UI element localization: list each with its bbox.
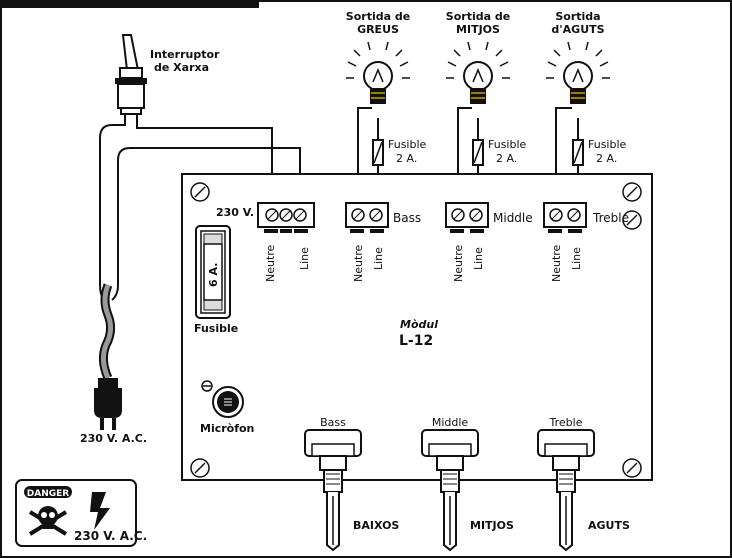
bass-terminal-label: Bass <box>393 211 421 225</box>
output-middle-title-1: Sortida de <box>446 10 510 23</box>
screw-icon <box>190 182 642 478</box>
pot-treble-top-label: Treble <box>549 416 583 429</box>
potentiometer-icon <box>421 429 479 552</box>
pot-treble-bottom-label: AGUTS <box>588 519 630 532</box>
treble-line-label: Line <box>570 247 583 270</box>
treble-terminal-label: Treble <box>592 211 629 225</box>
output-bass: Sortida de GREUS Fusible 2 A. <box>346 10 427 166</box>
fuse-icon <box>372 139 384 166</box>
danger-voltage: 230 V. A.C. <box>74 529 147 543</box>
treble-terminal-block <box>543 202 587 233</box>
main-fuse-value: 6 A. <box>207 263 220 287</box>
pot-middle-top-label: Middle <box>432 416 469 429</box>
output-bass-title-1: Sortida de <box>346 10 410 23</box>
output-middle-fuse-value: 2 A. <box>496 152 517 165</box>
output-middle-fuse-label: Fusible <box>488 138 527 151</box>
top-bar <box>1 1 259 8</box>
power-terminal-label: 230 V. <box>216 206 254 219</box>
main-fuse-icon <box>195 225 231 319</box>
middle-terminal-label: Middle <box>493 211 533 225</box>
pot-middle-bottom-label: MITJOS <box>470 519 514 532</box>
main-fuse-label: Fusible <box>194 322 238 335</box>
fuse-icon <box>572 139 584 166</box>
high-voltage-icon <box>90 492 110 530</box>
power-line-label: Line <box>298 247 311 270</box>
switch-label-2: de Xarxa <box>154 61 209 74</box>
middle-line-label: Line <box>472 247 485 270</box>
bulb-icon <box>446 41 510 104</box>
bass-neutral-label: Neutre <box>352 244 365 282</box>
power-neutral-label: Neutre <box>264 244 277 282</box>
mains-switch[interactable] <box>115 34 147 115</box>
pot-bass-bottom-label: BAIXOS <box>353 519 399 532</box>
fuse-icon <box>472 139 484 166</box>
output-middle: Sortida de MITJOS Fusible 2 A. <box>446 10 527 166</box>
skull-crossbones-icon <box>28 506 68 536</box>
bass-line-label: Line <box>372 247 385 270</box>
middle-neutral-label: Neutre <box>452 244 465 282</box>
bulb-icon <box>546 41 610 104</box>
module-model: L-12 <box>399 333 433 349</box>
microphone-icon <box>201 380 244 418</box>
danger-badge <box>24 486 72 498</box>
potentiometer-icon <box>537 429 595 552</box>
output-treble-title-1: Sortida <box>555 10 600 23</box>
pot-treble[interactable]: Treble AGUTS <box>537 416 630 552</box>
bulb-icon <box>346 41 410 104</box>
output-bass-fuse-label: Fusible <box>388 138 427 151</box>
switch-label: Interruptor <box>150 48 220 61</box>
output-bass-title-2: GREUS <box>357 23 399 36</box>
output-treble-title-2: d'AGUTS <box>551 23 604 36</box>
power-terminal-block <box>257 202 315 233</box>
output-treble: Sortida d'AGUTS Fusible 2 A. <box>546 10 627 166</box>
microphone-label: Micròfon <box>200 422 254 435</box>
output-middle-title-2: MITJOS <box>456 23 500 36</box>
middle-terminal-block <box>445 202 489 233</box>
output-bass-fuse-value: 2 A. <box>396 152 417 165</box>
danger-badge-text: DANGER <box>27 489 70 499</box>
danger-sign: DANGER 230 V. A.C. <box>15 479 147 547</box>
output-treble-fuse-label: Fusible <box>588 138 627 151</box>
plug-icon <box>94 378 122 430</box>
mains-cable-inner <box>100 284 114 380</box>
pot-bass-top-label: Bass <box>320 416 346 429</box>
plug-label: 230 V. A.C. <box>80 432 147 445</box>
module-title: Mòdul <box>400 318 438 331</box>
pot-bass[interactable]: Bass BAIXOS <box>304 416 399 552</box>
potentiometer-icon <box>304 429 362 552</box>
treble-neutral-label: Neutre <box>550 244 563 282</box>
bass-terminal-block <box>345 202 389 233</box>
pot-middle[interactable]: Middle MITJOS <box>421 416 514 552</box>
output-treble-fuse-value: 2 A. <box>596 152 617 165</box>
